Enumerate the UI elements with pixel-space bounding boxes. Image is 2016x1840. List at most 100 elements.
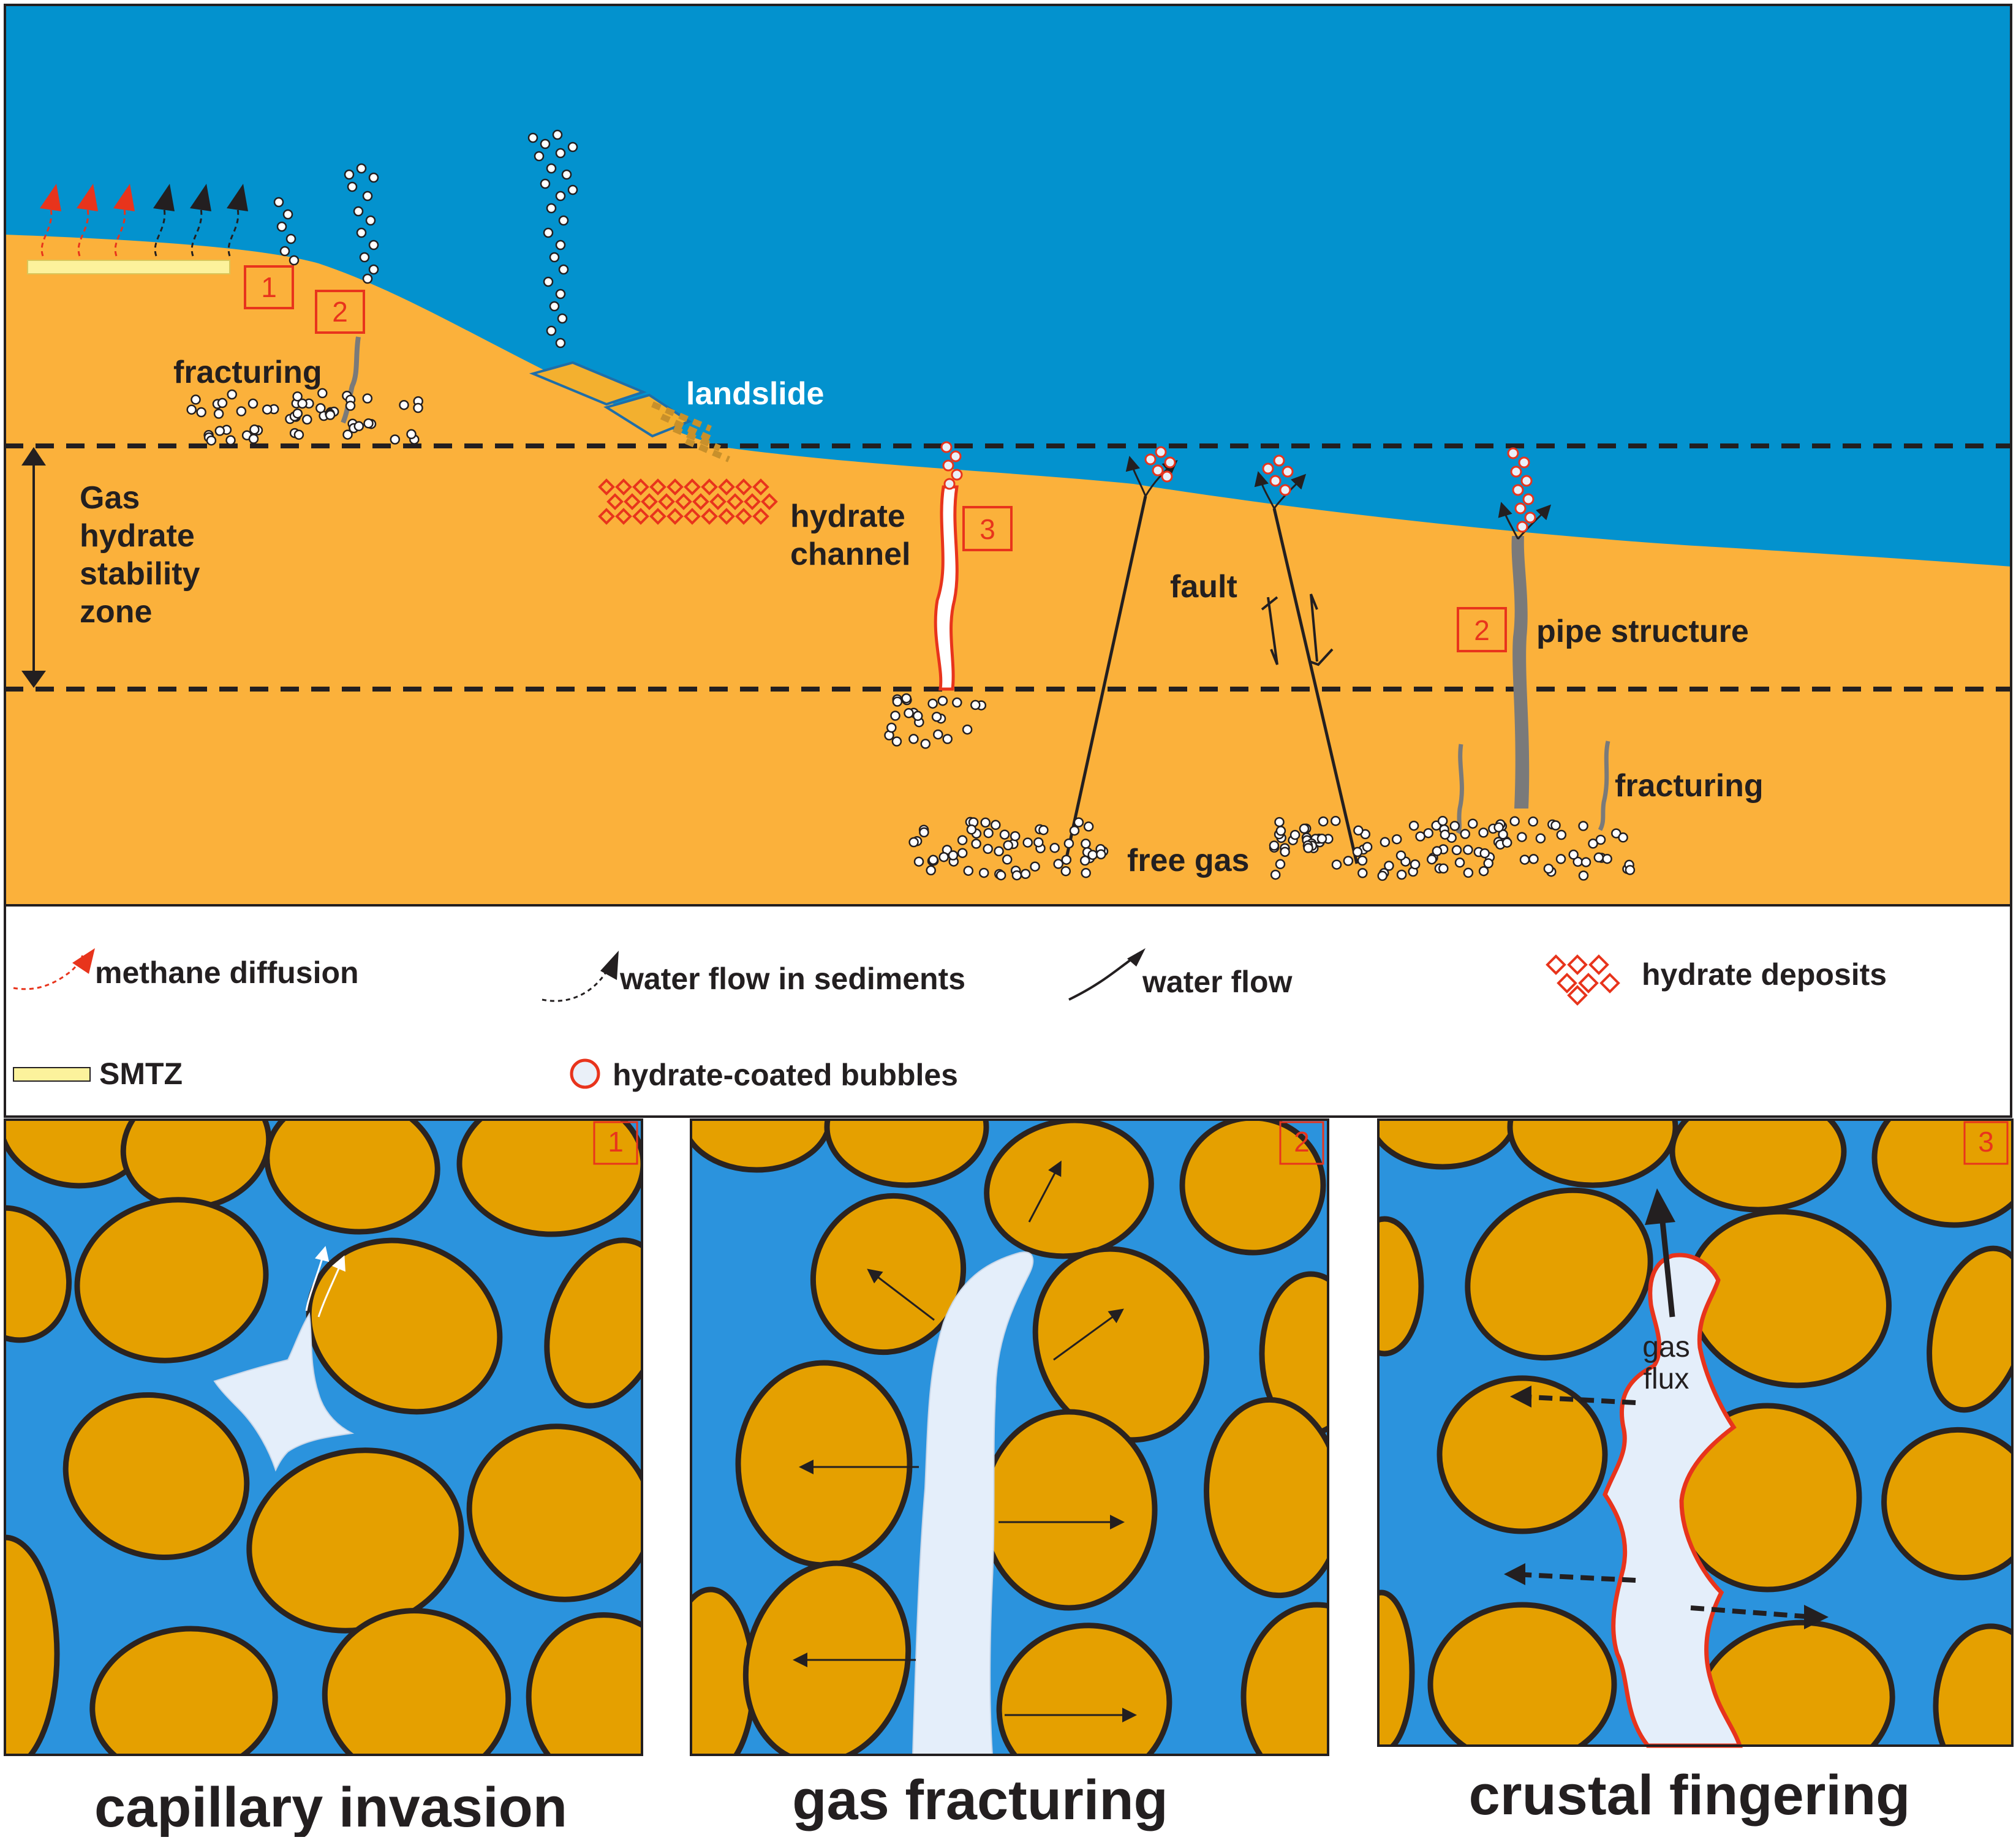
gas-bubble: [983, 828, 994, 839]
hydrate-deposit: [709, 493, 727, 510]
gas-bubble: [995, 870, 1006, 881]
gas-bubble: [971, 839, 981, 849]
label-hydrate-channel-1: hydrate: [790, 499, 905, 534]
gas-bubble: [1316, 834, 1327, 844]
hydrate-deposit: [761, 493, 778, 510]
gas-bubble: [1618, 832, 1628, 843]
hydrate-deposit: [624, 493, 641, 510]
gas-bubble: [931, 711, 942, 722]
hydrate-deposit: [752, 478, 769, 496]
panel-crustal-fingering: gas flux 3: [1377, 1118, 2014, 1748]
gas-bubble: [1578, 870, 1589, 881]
box-3: [962, 506, 1013, 551]
gas-bubble: [292, 408, 303, 419]
fault-offset-arrow-c: [1309, 648, 1334, 666]
gas-bubble: [1556, 829, 1567, 840]
gas-bubble: [317, 388, 328, 399]
gas-bubble: [1289, 829, 1301, 840]
gas-bubble: [957, 848, 968, 858]
gas-bubble: [908, 837, 919, 848]
gas-bubble: [1415, 831, 1425, 842]
panel-3-flux-label: flux: [1644, 1363, 1689, 1395]
hydrate-coated-bubble: [949, 450, 962, 462]
gas-bubble: [289, 255, 300, 266]
gas-bubble: [1625, 865, 1636, 875]
gas-bubble: [1478, 828, 1489, 838]
gas-bubble: [1460, 829, 1471, 839]
hydrate-coated-bubble: [1164, 456, 1176, 469]
sediment: [5, 235, 2011, 905]
gas-bubble: [1353, 825, 1364, 836]
hydrate-deposit: [649, 508, 666, 525]
gas-bubble: [225, 435, 236, 446]
gas-bubble: [353, 421, 364, 432]
hydrate-deposit: [752, 508, 769, 525]
gas-bubble: [325, 410, 336, 420]
hydrate-coated-bubble: [1161, 470, 1173, 483]
hydrate-coated-bubble: [1510, 466, 1522, 478]
gas-bubble: [292, 391, 303, 402]
legend-water-flow-sediments-label: water flow in sediments: [619, 962, 965, 996]
gas-bubble: [273, 197, 284, 208]
gas-bubble: [567, 184, 578, 195]
gas-bubble: [980, 817, 991, 828]
gas-bubble: [1517, 832, 1527, 842]
gas-bubble: [362, 393, 373, 404]
fault-offset-arrow-b: [1310, 594, 1318, 662]
gas-bubble: [1038, 824, 1049, 835]
gas-bubble: [315, 403, 326, 413]
hydrate-deposit: [632, 508, 649, 525]
gas-bubble: [938, 851, 949, 862]
gas-bubble: [892, 696, 903, 707]
hydrate-coated-bubble: [940, 441, 953, 453]
gas-bubble: [342, 429, 353, 440]
gas-bubble: [942, 734, 953, 744]
panel-capillary-invasion: 1: [4, 1118, 643, 1756]
gas-bubble: [933, 729, 943, 740]
box-1-label: 1: [261, 271, 277, 303]
gas-bubble: [1580, 857, 1591, 867]
gas-bubble: [948, 850, 959, 861]
box-2b-label: 2: [1474, 614, 1490, 646]
gas-bubble: [1079, 855, 1090, 866]
box-2a: [315, 290, 365, 334]
gas-bubble: [546, 203, 557, 214]
hydrate-coated-bubble: [1507, 447, 1519, 459]
gas-bubble: [1438, 863, 1449, 874]
gas-bubble: [406, 429, 417, 440]
hydrate-coated-bubble: [1518, 456, 1530, 469]
gas-bubble: [368, 264, 379, 275]
gas-bubble: [966, 824, 977, 835]
methane-diffusion-arrows: [40, 184, 135, 257]
label-ghsz-1: Gas: [80, 480, 140, 516]
gas-bubble: [546, 325, 557, 336]
gas-bubble: [1275, 859, 1286, 870]
hydrate-deposit: [692, 493, 709, 510]
hydrate-deposit: [606, 493, 624, 510]
hydrate-deposit: [701, 478, 718, 496]
gas-bubble: [399, 399, 409, 410]
gas-bubble: [1269, 840, 1280, 851]
legend-hydrate-diamond: [1567, 954, 1588, 975]
legend: methane diffusion water flow in sediment…: [4, 904, 2012, 1118]
legend-smtz-label: SMTZ: [99, 1057, 183, 1091]
gas-bubble: [978, 867, 989, 878]
gas-bubble: [1061, 854, 1072, 865]
gas-bubble: [186, 404, 197, 415]
gas-bubble: [1463, 845, 1473, 855]
hydrate-deposit: [684, 508, 701, 525]
hydrate-deposit: [701, 508, 718, 525]
hydrate-deposit: [615, 508, 632, 525]
panel-2-number-box: [1279, 1121, 1324, 1165]
panel-1-grains: [5, 1120, 642, 1755]
gas-bubble: [1384, 861, 1394, 871]
gas-bubble: [549, 301, 560, 312]
gas-bubble: [214, 426, 225, 436]
gas-bubble: [1275, 826, 1286, 836]
gas-bubble: [1483, 858, 1493, 869]
gas-bubble: [1437, 816, 1448, 826]
label-hydrate-channel-2: channel: [790, 537, 911, 572]
hydrate-coated-bubble: [942, 459, 954, 472]
gas-bubble: [1440, 829, 1451, 840]
hydrate-coated-bubble: [951, 469, 963, 481]
